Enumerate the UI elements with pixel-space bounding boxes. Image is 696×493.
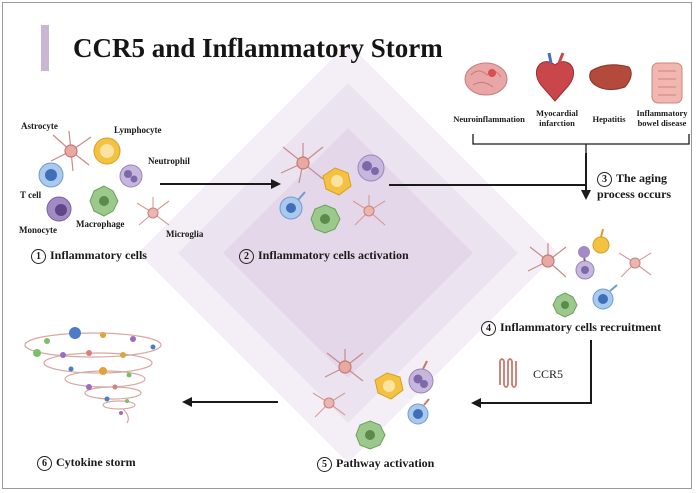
- microglia-cell: [136, 197, 170, 226]
- label-astrocyte: Astrocyte: [21, 121, 58, 131]
- activated-neutrophil-cell: [357, 154, 385, 182]
- astrocyte-cell: [50, 130, 92, 172]
- step-4-text: Inflammatory cells recruitment: [500, 320, 662, 334]
- step-5-label: 5 Pathway activation: [317, 456, 434, 472]
- ccr5-label: CCR5: [533, 367, 564, 381]
- step-6-number: 6: [37, 455, 52, 471]
- lymphocyte-cell: [93, 137, 121, 165]
- label-neuroinflammation: Neuroinflammation: [453, 114, 525, 124]
- label-t-cell: T cell: [20, 190, 42, 200]
- recruited-macrophage-cell: [552, 292, 578, 318]
- step-1-label: 1 Inflammatory cells: [31, 248, 147, 264]
- activated-t-cell: [279, 191, 306, 220]
- arrow-4-to-5: [471, 340, 592, 408]
- activated-lymphocyte-cell: [322, 167, 352, 196]
- cytokine-storm-illustration: [24, 332, 162, 424]
- step-2-label: 2 Inflammatory cells activation: [239, 248, 409, 264]
- recruited-neutrophil-cell: [575, 246, 595, 280]
- recruited-t-cell: [592, 284, 618, 310]
- title-accent-bar: [41, 25, 49, 71]
- step-4-number: 4: [481, 320, 496, 336]
- label-microglia: Microglia: [166, 229, 204, 239]
- step-5-number: 5: [317, 456, 332, 472]
- label-myocardial-infarction: Myocardial infarction: [535, 108, 579, 128]
- pathway-neutrophil-cell: [408, 360, 434, 394]
- step-1-number: 1: [31, 248, 46, 264]
- step-3-text: The aging process occurs: [597, 171, 672, 201]
- macrophage-cell: [89, 185, 119, 217]
- step-5-text: Pathway activation: [336, 456, 435, 470]
- pathway-astrocyte-cell: [324, 349, 364, 382]
- step-2-text: Inflammatory cells activation: [258, 248, 409, 262]
- pathway-microglia-cell: [312, 392, 346, 418]
- intestine-icon: [651, 62, 683, 104]
- pathway-t-cell: [407, 398, 430, 425]
- recruited-astrocyte-cell: [527, 243, 567, 278]
- recruited-lymphocyte-cell: [592, 228, 610, 254]
- label-neutrophil: Neutrophil: [148, 156, 190, 166]
- step-6-label: 6 Cytokine storm: [37, 455, 136, 471]
- diagram-canvas: [24, 43, 690, 463]
- label-macrophage: Macrophage: [76, 219, 125, 229]
- liver-icon: [589, 64, 632, 91]
- step-2-number: 2: [239, 248, 254, 264]
- pathway-lymphocyte-cell: [374, 372, 404, 400]
- activated-macrophage-cell: [310, 204, 341, 234]
- step-1-text: Inflammatory cells: [50, 248, 147, 262]
- step-3-number: 3: [597, 171, 612, 187]
- heart-icon: [535, 52, 575, 102]
- ccr5-receptor-icon: [499, 358, 517, 388]
- pathway-macrophage-cell: [355, 420, 386, 450]
- activated-microglia-cell: [352, 195, 386, 226]
- t-cell: [38, 162, 64, 188]
- figure-frame: CCR5 and Inflammatory Storm Astrocyte Ly…: [2, 2, 692, 489]
- activated-astrocyte-cell: [280, 143, 324, 184]
- brain-icon: [464, 62, 508, 96]
- label-inflammatory-bowel-disease: Inflammatory bowel disease: [636, 108, 688, 128]
- step-4-label: 4 Inflammatory cells recruitment: [481, 320, 661, 336]
- label-monocyte: Monocyte: [19, 225, 57, 235]
- label-hepatitis: Hepatitis: [592, 114, 626, 124]
- organ-bracket: [472, 134, 690, 153]
- label-lymphocyte: Lymphocyte: [114, 125, 162, 135]
- page-title: CCR5 and Inflammatory Storm: [73, 33, 443, 63]
- neutrophil-cell: [119, 164, 143, 188]
- monocyte-cell: [46, 196, 72, 222]
- cytokine-particles: [33, 327, 156, 415]
- background-diamond-inner: [223, 128, 473, 378]
- recruited-microglia-cell: [618, 252, 652, 278]
- step-6-text: Cytokine storm: [56, 455, 136, 469]
